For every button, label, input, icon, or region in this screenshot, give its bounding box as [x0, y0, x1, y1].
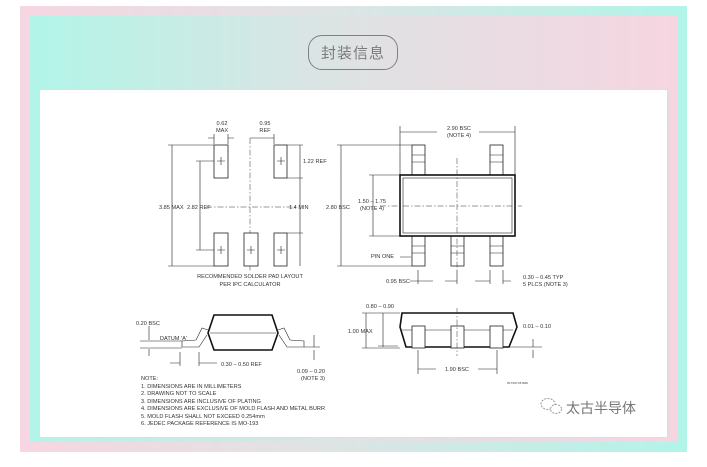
dimension-label: 0.95 BSC — [386, 279, 410, 285]
package-drawing-sheet — [40, 90, 667, 437]
dimension-label: 1.00 MAX — [348, 329, 373, 335]
dimension-label: PER IPC CALCULATOR — [219, 282, 280, 288]
dimension-label: 2.90 BSC — [447, 126, 471, 132]
dimension-label: 2.82 REF — [187, 205, 211, 211]
dimension-label: 1. DIMENSIONS ARE IN MILLIMETERS — [141, 384, 242, 390]
dimension-label: 0.01 – 0.10 — [523, 324, 551, 330]
dimension-label: (NOTE 3) — [301, 376, 325, 382]
end-view: 0.80 – 0.90 1.00 MAX 0.01 – 0.10 1.90 BS… — [348, 304, 551, 385]
dimension-label: 1.4 MIN — [289, 205, 309, 211]
watermark: 太古半导体 — [540, 398, 636, 417]
dimension-label: 05-TSOT-05 0906 — [507, 381, 528, 385]
dimension-label: 3.85 MAX — [159, 205, 184, 211]
notes: NOTE: 1. DIMENSIONS ARE IN MILLIMETERS 2… — [141, 376, 325, 427]
pad-layout-view: 0.62 MAX 0.95 REF 1.22 REF 3.85 MAX 2.82… — [159, 121, 327, 288]
drawing-line — [489, 325, 504, 349]
dimension-label: MAX — [216, 128, 228, 134]
dimension-label: PIN ONE — [371, 254, 394, 260]
dimension-label: 0.09 – 0.20 — [297, 369, 325, 375]
section-title: 封装信息 — [308, 35, 398, 70]
package-body — [399, 174, 516, 237]
dimension-label: 0.80 – 0.90 — [366, 304, 394, 310]
drawing-line — [411, 144, 426, 176]
dimension-label: 2.80 BSC — [326, 205, 350, 211]
dimension-label: DATUM 'A' — [160, 336, 187, 342]
dimension-label: (NOTE 4) — [360, 206, 384, 212]
drawing-line — [208, 134, 303, 266]
drawing-line — [540, 398, 556, 410]
drawing-line — [489, 144, 504, 176]
dimension-label: 5. MOLD FLASH SHALL NOT EXCEED 0.254mm — [141, 414, 265, 420]
drawing-line — [411, 325, 426, 349]
side-body — [207, 314, 279, 351]
dimension-label: 1.50 – 1.75 — [358, 199, 386, 205]
solder-pad — [273, 232, 288, 267]
drawing-line — [550, 404, 562, 414]
dimension-label: 太古半导体 — [566, 401, 636, 417]
drawing-line — [450, 325, 465, 349]
dimension-label: 6. JEDEC PACKAGE REFERENCE IS MO-193 — [141, 421, 258, 427]
drawing-line — [411, 235, 426, 267]
dimension-label: 3. DIMENSIONS ARE INCLUSIVE OF PLATING — [141, 399, 261, 405]
drawing-line — [412, 154, 503, 254]
drawing-line — [217, 157, 285, 254]
dimension-label: 0.20 BSC — [136, 321, 160, 327]
drawing-line — [489, 235, 504, 267]
top-view: 2.90 BSC (NOTE 4) 2.80 BSC 1.50 – 1.75 (… — [326, 126, 568, 288]
dimension-label: 0.30 – 0.45 TYP — [523, 275, 564, 281]
dimension-label: 0.30 – 0.50 REF — [221, 362, 262, 368]
dimension-label: 0.62 — [217, 121, 228, 127]
dimension-label: 1.90 BSC — [445, 367, 469, 373]
solder-pad — [273, 144, 288, 179]
wechat-icon — [540, 398, 562, 414]
drawing-line — [140, 326, 320, 366]
dimension-label: 2. DRAWING NOT TO SCALE — [141, 391, 217, 397]
dimension-label: 0.95 — [260, 121, 271, 127]
dimension-label: 1.22 REF — [303, 159, 327, 165]
drawing-line — [362, 312, 542, 374]
dimension-label: 5 PLCS (NOTE 3) — [523, 282, 568, 288]
side-view: 0.20 BSC DATUM 'A' 0.30 – 0.50 REF 0.09 … — [136, 314, 325, 382]
drawing-line — [181, 327, 305, 348]
dimension-label: 4. DIMENSIONS ARE EXCLUSIVE OF MOLD FLAS… — [141, 406, 325, 412]
dimension-label: RECOMMENDED SOLDER PAD LAYOUT — [197, 274, 303, 280]
dimension-label: (NOTE 4) — [447, 133, 471, 139]
dimension-label: NOTE: — [141, 376, 159, 382]
dimension-label: REF — [259, 128, 271, 134]
drawing-line — [450, 235, 465, 267]
drawing-line — [402, 177, 513, 234]
drawing-line — [168, 144, 214, 267]
drawing-line — [337, 126, 516, 284]
